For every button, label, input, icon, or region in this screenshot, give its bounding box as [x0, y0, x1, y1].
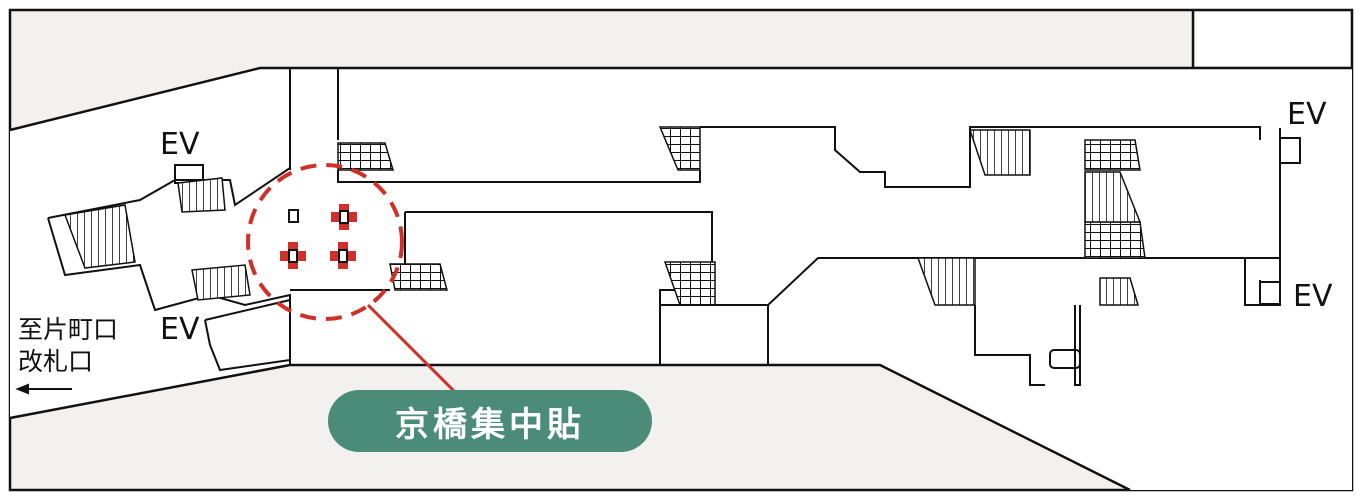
stairs — [63, 126, 1146, 306]
pillar — [288, 209, 299, 223]
highlight-circle — [246, 163, 404, 321]
callout-badge: 京橋集中貼 — [328, 390, 652, 452]
exit-label-line2: 改札口 — [18, 347, 94, 376]
pillar-markers — [280, 204, 357, 269]
ev-label: EV — [160, 127, 200, 162]
ev-label: EV — [1287, 97, 1327, 132]
arrow-left-icon — [15, 383, 72, 395]
ev-label: EV — [1293, 279, 1333, 314]
exit-label: 至片町口 改札口 — [18, 314, 118, 378]
ev-label: EV — [160, 312, 200, 347]
exit-label-line1: 至片町口 — [18, 315, 119, 344]
callout-leader — [366, 303, 457, 394]
